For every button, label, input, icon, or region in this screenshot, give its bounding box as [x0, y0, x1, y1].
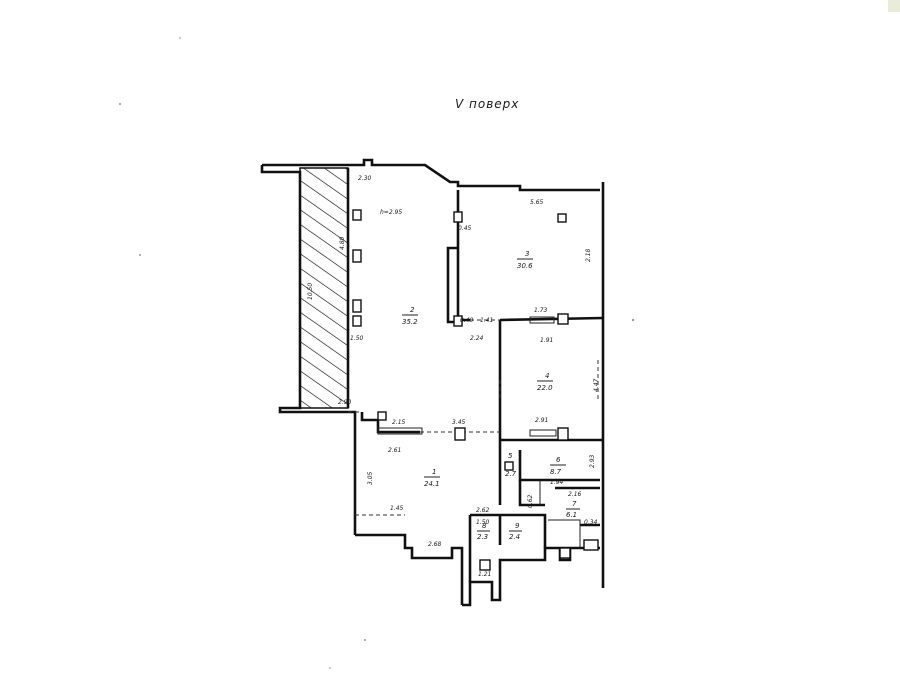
svg-text:1.94: 1.94 [550, 479, 564, 486]
svg-text:h=2.95: h=2.95 [380, 209, 402, 216]
svg-text:1.45: 1.45 [390, 505, 404, 512]
svg-text:2.61: 2.61 [388, 447, 401, 454]
svg-text:3.45: 3.45 [452, 419, 466, 426]
room-label-4: 4 22.0 [537, 372, 553, 392]
plan-title: V поверх [455, 97, 519, 111]
room-label-1: 1 24.1 [424, 468, 440, 488]
columns [352, 209, 599, 571]
room-labels: 1 24.1 2 35.2 3 30.6 4 22.0 5 2.7 6 8.7 [402, 250, 580, 541]
room-label-6: 6 8.7 [550, 456, 566, 476]
room-label-8: 8 2.3 [477, 522, 490, 541]
corner-mark [888, 0, 900, 12]
dimension-labels: 2.30 h=2.95 5.65 0.45 10.50 4.80 1.50 2.… [307, 175, 600, 578]
svg-text:1: 1 [432, 468, 436, 476]
svg-text:2.4: 2.4 [509, 533, 520, 541]
svg-text:10.50: 10.50 [307, 283, 314, 300]
svg-text:3: 3 [525, 250, 529, 258]
svg-text:5.65: 5.65 [530, 199, 544, 206]
svg-text:1.50: 1.50 [476, 519, 490, 526]
svg-text:1.50: 1.50 [350, 335, 364, 342]
svg-text:4.47: 4.47 [593, 378, 600, 392]
svg-text:2.16: 2.16 [568, 491, 582, 498]
svg-text:8.7: 8.7 [550, 468, 562, 476]
svg-text:9: 9 [515, 522, 520, 530]
svg-text:0.62: 0.62 [527, 494, 534, 508]
svg-text:22.0: 22.0 [537, 384, 553, 392]
svg-text:1.91: 1.91 [540, 337, 553, 344]
svg-text:2: 2 [410, 306, 415, 314]
svg-text:2.7: 2.7 [505, 470, 517, 478]
svg-text:4: 4 [545, 372, 549, 380]
scan-specks [119, 37, 635, 669]
svg-text:0.34: 0.34 [584, 519, 598, 526]
room-label-5: 5 2.7 [505, 452, 517, 478]
room-label-7: 7 6.1 [566, 500, 580, 519]
svg-text:35.2: 35.2 [402, 318, 418, 326]
svg-text:1.41: 1.41 [480, 317, 493, 324]
svg-text:2.62: 2.62 [476, 507, 490, 514]
svg-text:2.68: 2.68 [428, 541, 442, 548]
svg-text:0.45: 0.45 [458, 225, 472, 232]
svg-text:24.1: 24.1 [424, 480, 440, 488]
svg-text:1.73: 1.73 [534, 307, 548, 314]
svg-text:2.15: 2.15 [392, 419, 406, 426]
svg-text:2.18: 2.18 [585, 248, 592, 262]
svg-text:1.21: 1.21 [478, 571, 491, 578]
svg-text:6.1: 6.1 [566, 511, 577, 519]
room-label-2: 2 35.2 [402, 306, 418, 326]
svg-text:8: 8 [482, 522, 487, 530]
dashed-partitions [348, 319, 599, 516]
svg-text:4.80: 4.80 [339, 236, 346, 250]
svg-text:30.6: 30.6 [517, 262, 533, 270]
svg-text:2.90: 2.90 [338, 399, 352, 406]
svg-text:0.40: 0.40 [460, 317, 474, 324]
svg-text:2.30: 2.30 [358, 175, 372, 182]
svg-text:5: 5 [508, 452, 513, 460]
room-label-3: 3 30.6 [517, 250, 533, 270]
svg-text:2.93: 2.93 [589, 454, 596, 468]
svg-text:2.24: 2.24 [470, 335, 484, 342]
svg-text:6: 6 [556, 456, 561, 464]
svg-text:2.3: 2.3 [477, 533, 488, 541]
svg-text:2.91: 2.91 [535, 417, 548, 424]
room-label-9: 9 2.4 [509, 522, 522, 541]
svg-text:7: 7 [572, 500, 577, 508]
svg-text:3.05: 3.05 [367, 471, 374, 485]
